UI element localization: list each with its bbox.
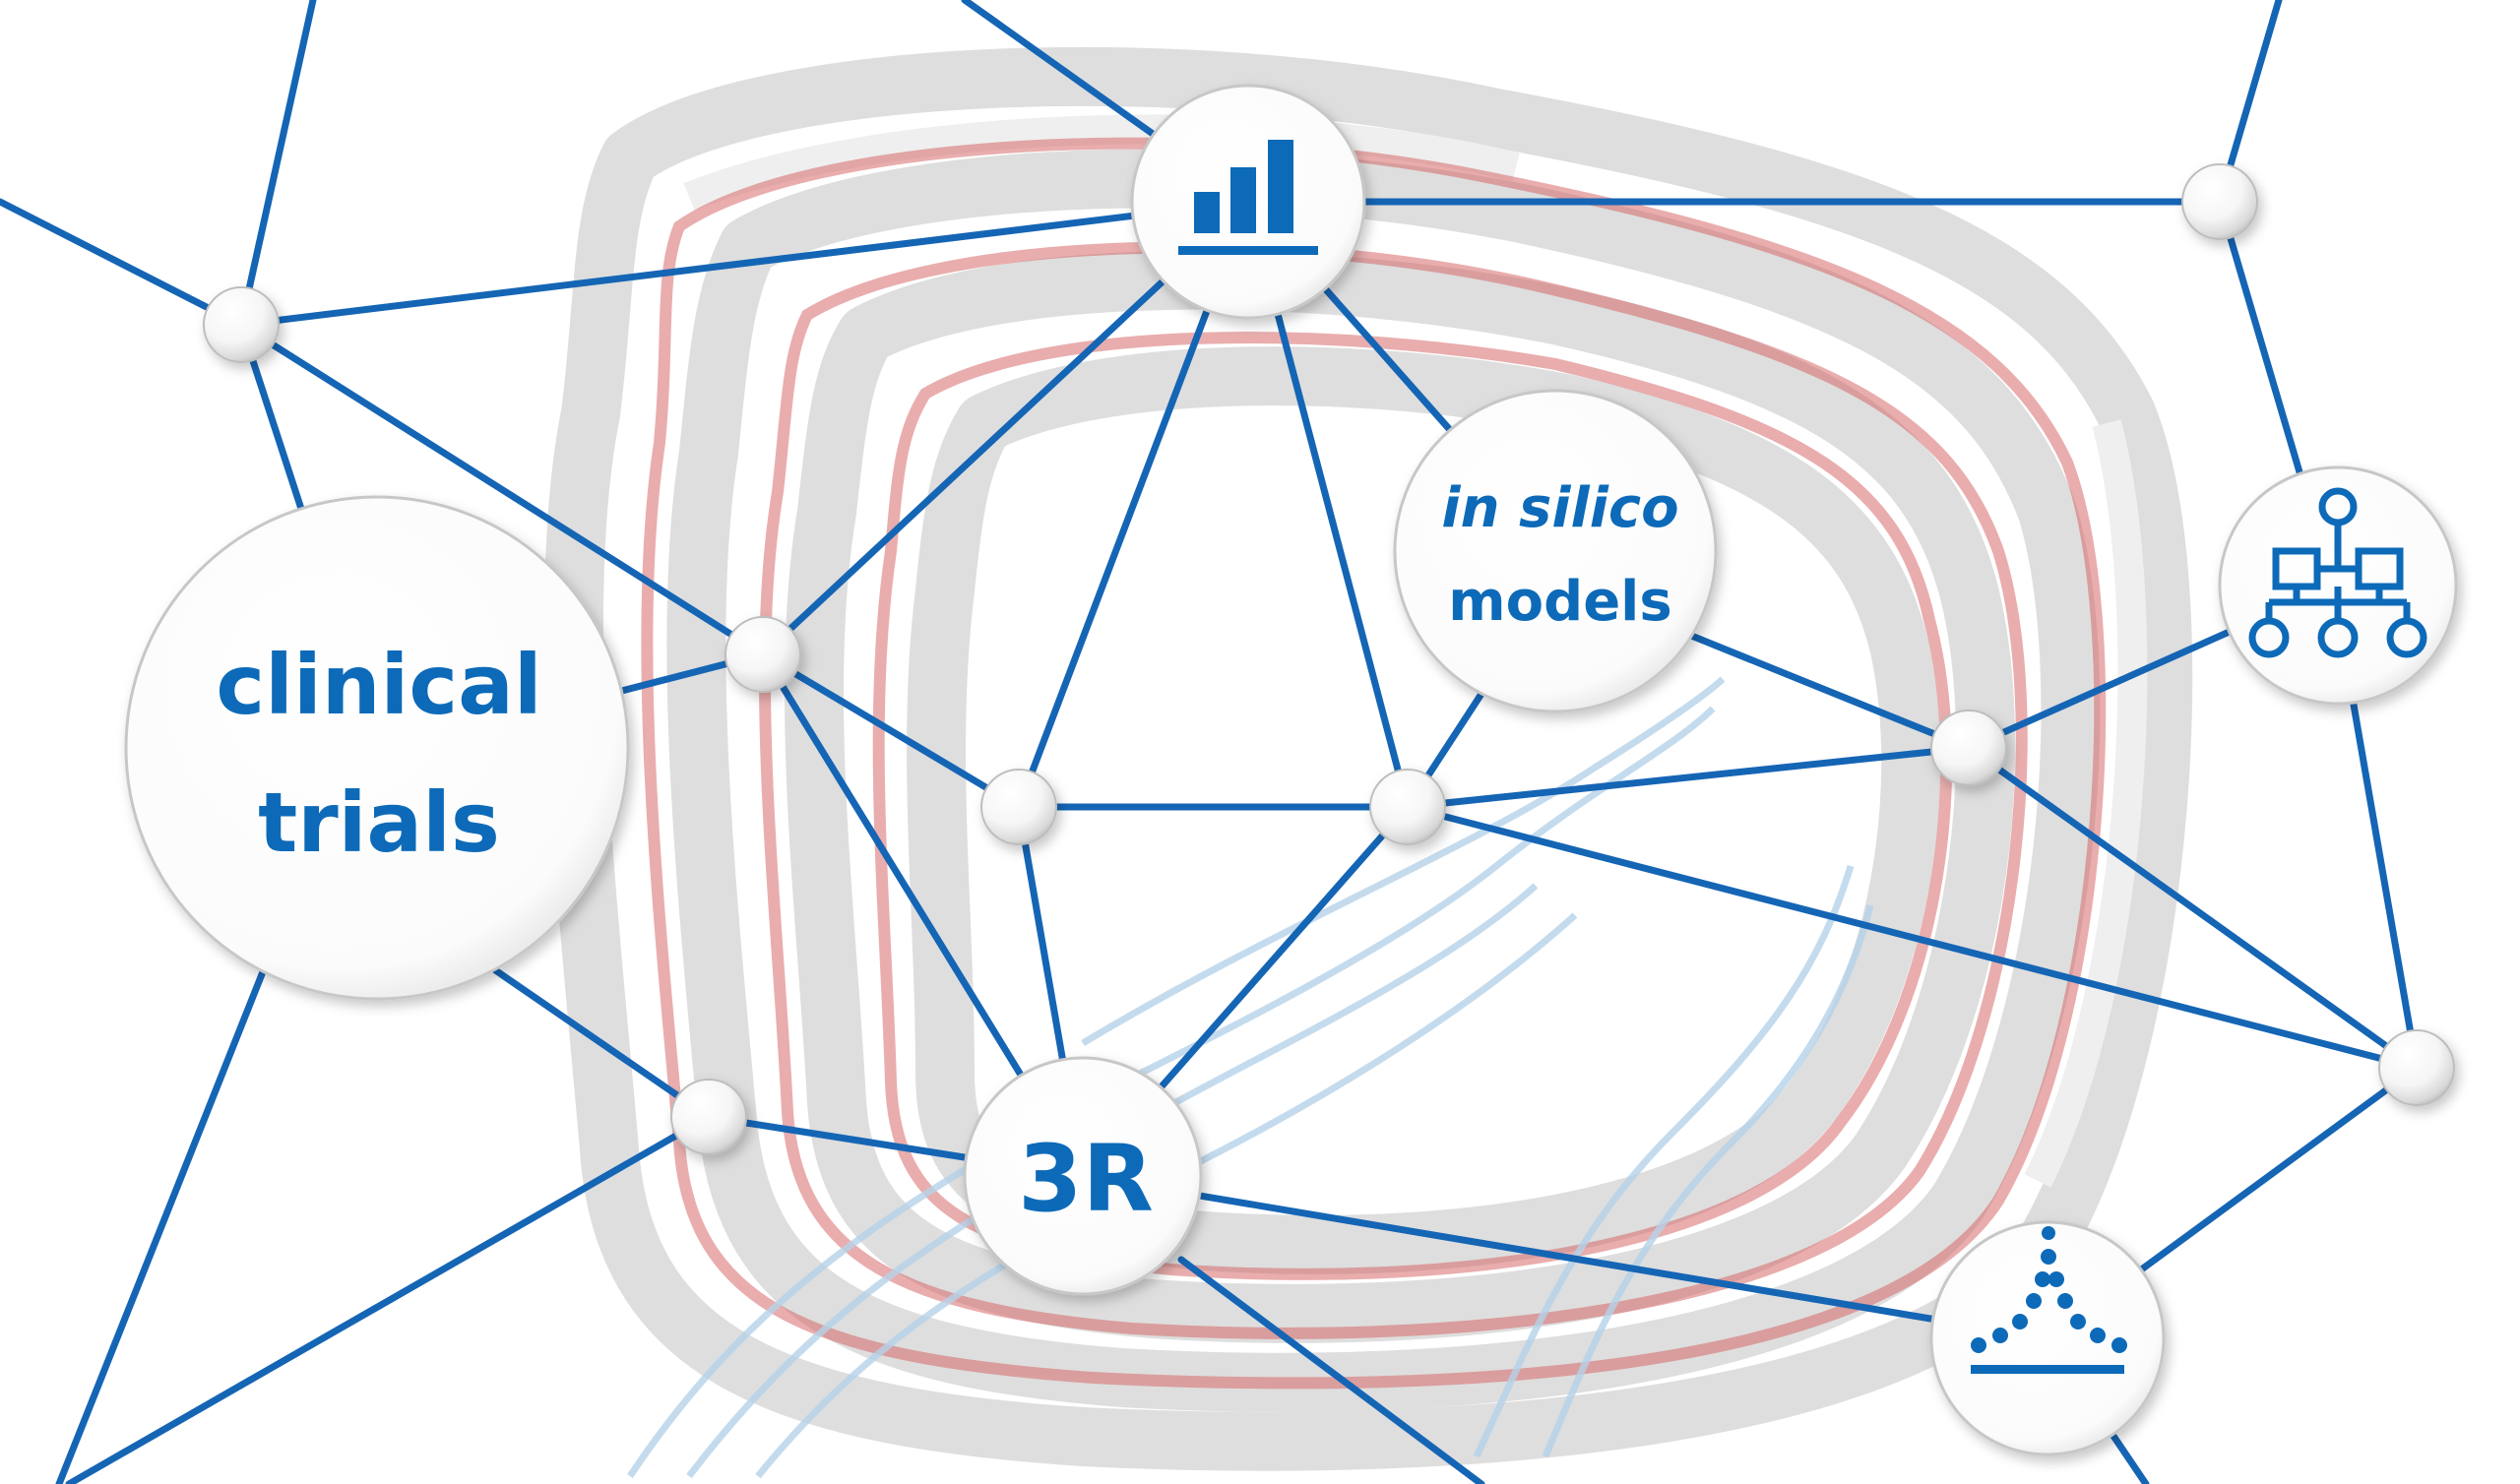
connector-node — [670, 1079, 747, 1155]
clinical-trials-label-line2: trials — [258, 774, 500, 871]
hierarchy-node — [2218, 465, 2458, 706]
connector-node — [1930, 710, 2007, 786]
distribution-node — [1929, 1220, 2166, 1456]
connector-node — [203, 286, 280, 363]
hierarchy-icon — [2248, 487, 2427, 658]
three-r-label: 3R — [1018, 1126, 1154, 1233]
connector-nodes — [203, 163, 2455, 1155]
connector-node — [724, 616, 801, 693]
clinical-trials-label-line1: clinical — [216, 637, 541, 733]
clinical-trials-node: clinical trials — [124, 495, 630, 1001]
connector-node — [980, 769, 1057, 845]
connector-node — [2181, 163, 2258, 240]
bar-chart-icon — [1178, 140, 1318, 255]
connector-node — [2378, 1029, 2455, 1106]
models-label: models — [1448, 570, 1671, 634]
in-silico-label: in silico — [1441, 476, 1678, 540]
background-illustration — [543, 46, 2193, 1479]
in-silico-models-node: in silico models — [1393, 389, 1718, 713]
three-r-node: 3R — [963, 1056, 1203, 1296]
connector-node — [1369, 769, 1446, 845]
bar-chart-node — [1130, 84, 1366, 320]
distribution-icon — [1971, 1226, 2127, 1374]
